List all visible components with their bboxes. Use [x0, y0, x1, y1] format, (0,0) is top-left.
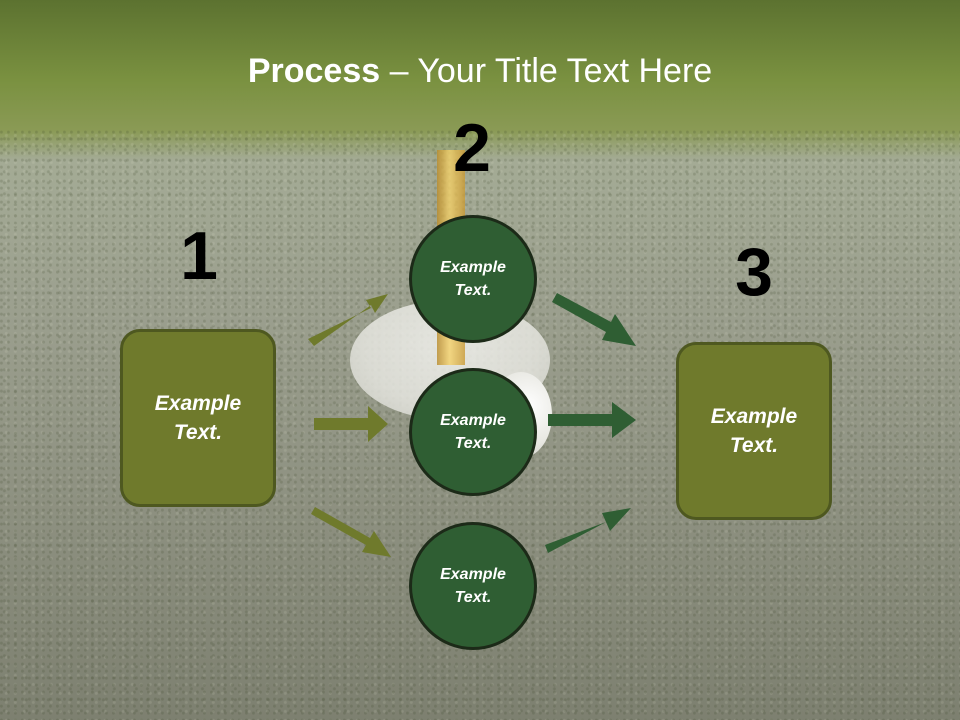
- arrow-right-right: [548, 402, 636, 438]
- circle-middle: Example Text.: [409, 368, 537, 496]
- circle-bottom: Example Text.: [409, 522, 537, 650]
- arrow-up-right-right: [545, 508, 631, 553]
- circle-top: Example Text.: [409, 215, 537, 343]
- right-box: Example Text.: [676, 342, 832, 520]
- title-rest: – Your Title Text Here: [380, 52, 713, 90]
- left-box-label: Example Text.: [154, 392, 242, 444]
- arrow-right-left: [314, 406, 388, 442]
- right-box-label: Example Text.: [710, 405, 798, 457]
- arrow-down-right-right: [552, 293, 636, 346]
- circle-bottom-label: Example Text.: [440, 566, 506, 606]
- circle-middle-label: Example Text.: [440, 412, 506, 452]
- slide-title: Process – Your Title Text Here: [0, 52, 960, 91]
- right-arrows: [545, 293, 636, 553]
- arrow-up-right-left: [308, 294, 388, 346]
- step-number-2: 2: [453, 110, 491, 186]
- left-arrows: [308, 294, 391, 557]
- step-number-1: 1: [180, 218, 218, 294]
- circle-top-label: Example Text.: [440, 259, 506, 299]
- arrow-down-right-left: [311, 507, 391, 557]
- step-number-3: 3: [735, 234, 773, 310]
- left-box: Example Text.: [120, 329, 276, 507]
- title-bold: Process: [247, 52, 381, 90]
